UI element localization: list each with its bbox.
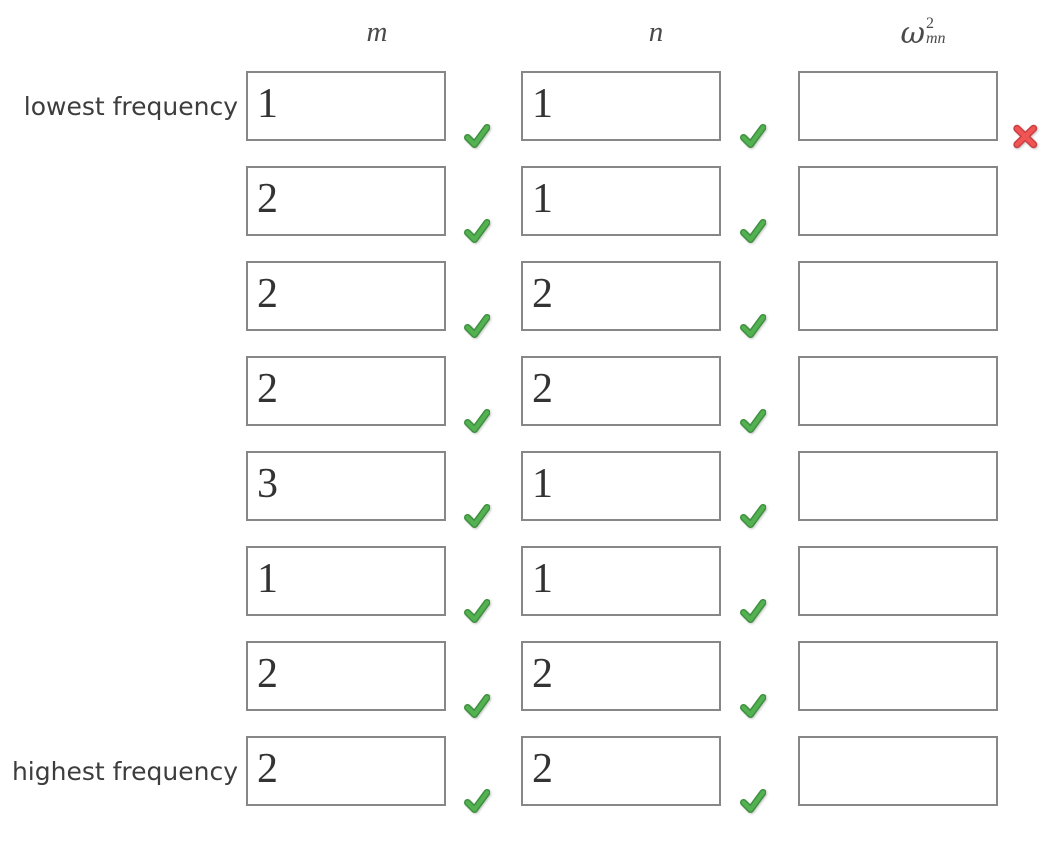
row-label (0, 356, 238, 426)
answer-value-m: 2 (257, 271, 278, 317)
answer-field-omega-squared[interactable] (798, 166, 998, 236)
correct-checkmark-icon (740, 503, 766, 529)
table-row: 2 2 (0, 261, 1051, 338)
omega-subscript: mn (925, 30, 946, 47)
answer-field-omega-squared[interactable] (798, 261, 998, 331)
row-label (0, 641, 238, 711)
correct-checkmark-icon (740, 788, 766, 814)
omega-superscript: 2 (925, 15, 934, 32)
answer-value-n: 1 (532, 556, 553, 602)
correct-checkmark-icon (464, 313, 490, 339)
answer-field-m[interactable]: 1 (246, 546, 446, 616)
empty-icon-slot (1012, 598, 1038, 624)
empty-icon-slot (1012, 218, 1038, 244)
answer-value-n: 1 (532, 81, 553, 127)
correct-checkmark-icon (740, 693, 766, 719)
column-header-m: m (366, 16, 388, 48)
correct-checkmark-icon (740, 408, 766, 434)
correct-checkmark-icon (464, 123, 490, 149)
answer-field-m[interactable]: 2 (246, 166, 446, 236)
answer-value-n: 2 (532, 651, 553, 697)
answer-field-omega-squared[interactable] (798, 356, 998, 426)
answer-field-omega-squared[interactable] (798, 641, 998, 711)
column-header-omega-squared-mn: ω 2 mn (900, 14, 945, 54)
incorrect-x-icon (1012, 123, 1038, 149)
answer-value-n: 2 (532, 746, 553, 792)
omega-scripts: 2 mn (926, 14, 946, 47)
answer-field-n[interactable]: 1 (521, 546, 721, 616)
correct-checkmark-icon (464, 408, 490, 434)
empty-icon-slot (1012, 408, 1038, 434)
answer-field-m[interactable]: 3 (246, 451, 446, 521)
row-label (0, 261, 238, 331)
correct-checkmark-icon (464, 218, 490, 244)
answer-field-n[interactable]: 1 (521, 166, 721, 236)
row-label (0, 166, 238, 236)
row-label: lowest frequency (23, 91, 238, 121)
answer-field-m[interactable]: 2 (246, 736, 446, 806)
empty-icon-slot (1012, 788, 1038, 814)
answer-value-n: 2 (532, 366, 553, 412)
answer-field-omega-squared[interactable] (798, 546, 998, 616)
answer-value-m: 2 (257, 746, 278, 792)
correct-checkmark-icon (464, 598, 490, 624)
table-row: 2 1 (0, 166, 1051, 243)
table-row: 2 2 (0, 356, 1051, 433)
correct-checkmark-icon (464, 503, 490, 529)
correct-checkmark-icon (464, 693, 490, 719)
table-row: lowest frequency 1 1 (0, 71, 1051, 149)
answer-field-m[interactable]: 2 (246, 356, 446, 426)
answer-field-omega-squared[interactable] (798, 71, 998, 141)
table-row: 1 1 (0, 546, 1051, 623)
empty-icon-slot (1012, 503, 1038, 529)
row-label (0, 451, 238, 521)
table-row: highest frequency 2 2 (0, 736, 1051, 813)
correct-checkmark-icon (740, 218, 766, 244)
correct-checkmark-icon (740, 313, 766, 339)
table-row: 3 1 (0, 451, 1051, 528)
answer-value-m: 3 (257, 461, 278, 507)
answer-field-n[interactable]: 2 (521, 736, 721, 806)
answer-field-n[interactable]: 2 (521, 356, 721, 426)
answer-value-m: 2 (257, 366, 278, 412)
answer-field-m[interactable]: 1 (246, 71, 446, 141)
answer-field-omega-squared[interactable] (798, 451, 998, 521)
answer-value-m: 2 (257, 651, 278, 697)
correct-checkmark-icon (464, 788, 490, 814)
answer-value-n: 1 (532, 176, 553, 222)
answer-field-n[interactable]: 1 (521, 71, 721, 141)
answer-value-m: 2 (257, 176, 278, 222)
empty-icon-slot (1012, 313, 1038, 339)
table-row: 2 2 (0, 641, 1051, 718)
answer-field-n[interactable]: 2 (521, 641, 721, 711)
answer-field-m[interactable]: 2 (246, 641, 446, 711)
answer-value-n: 2 (532, 271, 553, 317)
row-label (0, 546, 238, 616)
answer-field-omega-squared[interactable] (798, 736, 998, 806)
answer-value-n: 1 (532, 461, 553, 507)
answer-field-n[interactable]: 2 (521, 261, 721, 331)
omega-symbol: ω (900, 16, 925, 51)
answer-field-n[interactable]: 1 (521, 451, 721, 521)
answer-value-m: 1 (257, 556, 278, 602)
row-label: highest frequency (11, 756, 238, 786)
correct-checkmark-icon (740, 598, 766, 624)
empty-icon-slot (1012, 693, 1038, 719)
answer-value-m: 1 (257, 81, 278, 127)
answer-field-m[interactable]: 2 (246, 261, 446, 331)
correct-checkmark-icon (740, 123, 766, 149)
column-header-n: n (648, 16, 664, 48)
